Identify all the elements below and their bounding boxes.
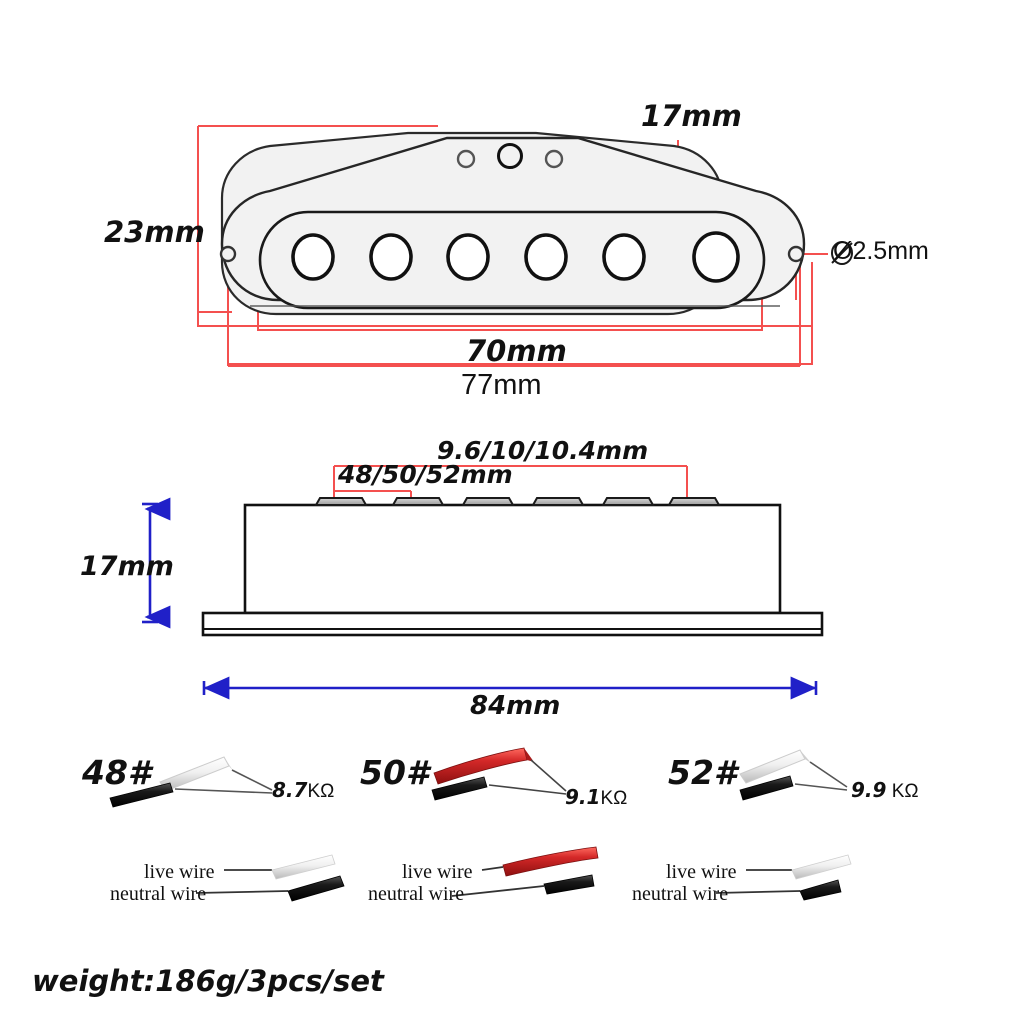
- mounting-screw-holes: [219, 245, 805, 263]
- variant-52-wires: [739, 749, 848, 801]
- dimension-84mm-arrow: [202, 676, 818, 700]
- label-variant-48: 48#: [82, 753, 151, 792]
- dimension-23mm-bracket: [197, 126, 232, 313]
- label-neutral-wire-1: neutral wire: [110, 883, 207, 905]
- label-live-wire-1: live wire: [144, 861, 215, 883]
- label-outer-width-77mm: 77mm: [461, 369, 542, 401]
- pole-piece-holes: [291, 231, 740, 283]
- label-side-height-17mm: 17mm: [80, 551, 174, 582]
- variant-48-wires: [109, 756, 273, 808]
- side-view-group: [142, 465, 824, 700]
- label-live-wire-3: live wire: [666, 861, 737, 883]
- label-side-width-84mm: 84mm: [470, 691, 561, 721]
- resistance-value-52: 9.9: [851, 778, 887, 802]
- label-inner-width-70mm: 70mm: [466, 334, 567, 368]
- label-variant-50: 50#: [360, 753, 429, 792]
- label-resistance-50: 9.1KΩ: [565, 787, 627, 808]
- resistance-value-50: 9.1: [565, 785, 601, 809]
- label-neutral-wire-2: neutral wire: [368, 883, 465, 905]
- wire-legend-2: [451, 846, 599, 897]
- resistance-value-48: 8.7: [272, 778, 308, 802]
- resistance-unit-50: KΩ: [600, 788, 628, 809]
- label-string-spacing: 48/50/52mm: [338, 460, 513, 489]
- wire-legend-3: [715, 854, 852, 901]
- pickup-inner-bobbin: [258, 210, 766, 310]
- label-screw-hole-2p5mm: Ø2.5mm: [833, 237, 929, 265]
- side-view-baseplate: [201, 611, 824, 637]
- side-view-pole-pieces: [314, 497, 721, 506]
- label-resistance-48: 8.7KΩ: [272, 780, 334, 801]
- label-weight-note: weight:186g/3pcs/set: [32, 964, 384, 998]
- label-neutral-wire-3: neutral wire: [632, 883, 729, 905]
- top-small-holes: [456, 143, 564, 169]
- diameter-symbol-icon: [831, 241, 853, 265]
- top-view-group: [197, 125, 853, 367]
- resistance-unit-48: KΩ: [307, 781, 335, 802]
- side-view-body: [243, 503, 782, 615]
- resistance-unit-52: KΩ: [891, 781, 919, 802]
- label-live-wire-2: live wire: [402, 861, 473, 883]
- dimension-17mm-side-arrow: [142, 497, 171, 629]
- label-variant-52: 52#: [668, 753, 737, 792]
- variant-50-wires: [431, 747, 567, 801]
- wire-legend-1: [195, 854, 345, 902]
- label-pole-spacing: 9.6/10/10.4mm: [437, 436, 649, 465]
- label-height-23mm: 23mm: [104, 215, 205, 249]
- label-resistance-52: 9.9 KΩ: [851, 780, 919, 801]
- label-inner-height-17mm: 17mm: [641, 99, 742, 133]
